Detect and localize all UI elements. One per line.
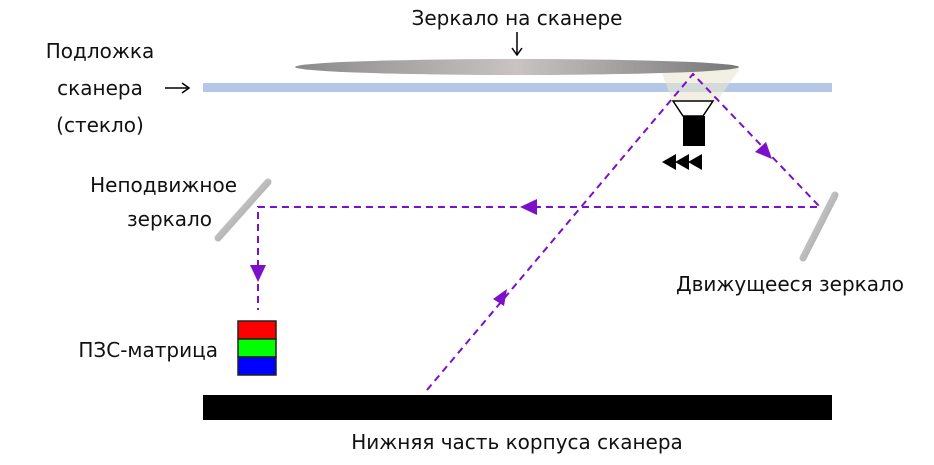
fixed-mirror-label-line1: Неподвижное: [90, 173, 237, 197]
lamp-icon: [671, 100, 715, 146]
scanner-mirror-label: Зеркало на сканере: [412, 6, 623, 30]
scanner-glass: [203, 83, 832, 92]
pointer-arrow-right: [165, 82, 191, 94]
beam-arrow-down-right: [755, 142, 772, 159]
pointer-arrow-down: [511, 32, 523, 57]
rewind-arrows-icon: [662, 154, 702, 170]
light-beam: [257, 72, 823, 391]
bottom-label: Нижняя часть корпуса сканера: [351, 430, 683, 454]
moving-mirror: [799, 191, 839, 262]
glass-label-line1: Подложка: [46, 39, 154, 63]
fixed-mirror-label-line2: зеркало: [127, 207, 212, 231]
beam-arrow-left: [520, 199, 537, 215]
glass-label-line3: (стекло): [56, 113, 144, 137]
ccd-sensor: [237, 320, 277, 376]
beam-arrow-up: [493, 289, 507, 306]
fixed-mirror: [214, 178, 272, 242]
moving-mirror-label: Движущееся зеркало: [676, 272, 904, 296]
beam-arrows: [250, 142, 772, 306]
scanner-mirror: [295, 59, 739, 75]
ccd-label: ПЗС-матрица: [78, 338, 218, 362]
scanner-bottom: [203, 395, 832, 420]
light-cone: [660, 68, 740, 100]
glass-label-line2: сканера: [57, 76, 143, 100]
beam-arrow-down: [250, 265, 266, 282]
